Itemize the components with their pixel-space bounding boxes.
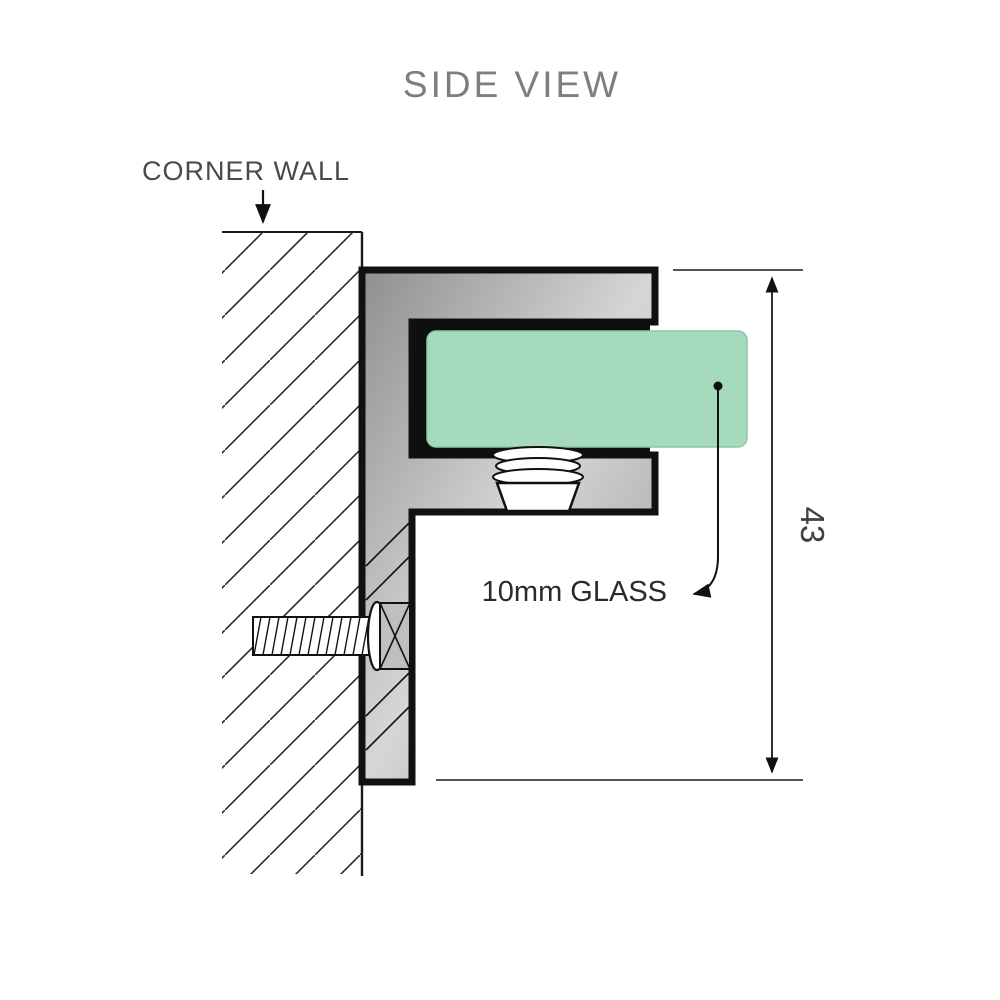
grub-screw-cup	[495, 481, 581, 513]
screw-shaft-threads	[253, 617, 369, 655]
glass-label: 10mm GLASS	[482, 576, 667, 608]
wall-screw	[252, 600, 411, 672]
screw-head-mark-2	[379, 602, 411, 670]
grub-screw	[492, 446, 584, 513]
glass-leader-line	[692, 386, 719, 598]
title: SIDE VIEW	[403, 64, 621, 105]
corner-wall-label: CORNER WALL	[142, 156, 350, 186]
spine-hatch-lines	[365, 521, 411, 751]
dimension-label: 43	[794, 507, 831, 544]
wall-hatching	[222, 232, 362, 874]
glass-panel	[426, 330, 748, 448]
